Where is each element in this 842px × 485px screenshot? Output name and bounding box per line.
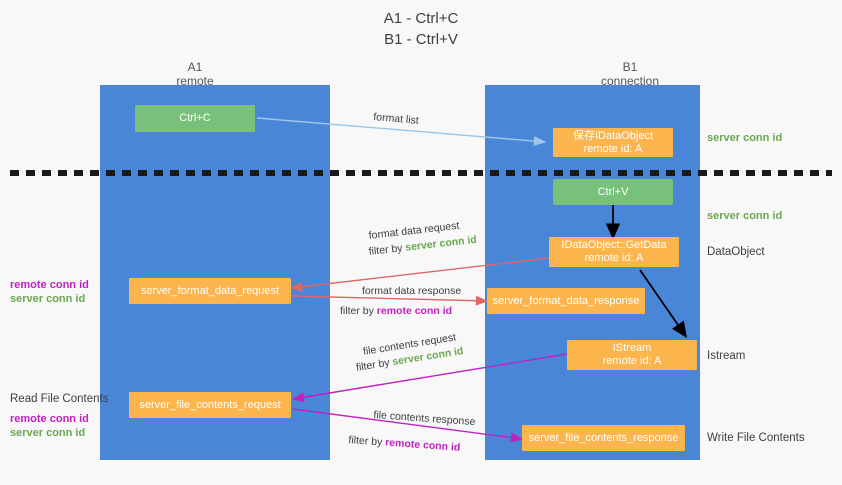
edge-text-filter-by: filter by xyxy=(340,305,377,317)
node-server-file-contents-response[interactable]: server_file_contents_response xyxy=(522,425,685,451)
label-server-conn-id-top: server conn id xyxy=(707,132,783,144)
label-server-conn-id-mid: server conn id xyxy=(707,210,783,222)
label-istream: Istream xyxy=(707,350,746,362)
node-server-file-contents-request[interactable]: server_file_contents_request xyxy=(129,392,291,418)
node-save-idataobject[interactable]: 保存IDataObject remote id: A xyxy=(553,128,673,157)
node-ctrl-v[interactable]: Ctrl+V xyxy=(553,179,673,205)
edge-text-remote-conn-id: remote conn id xyxy=(384,436,461,454)
page-title: A1 - Ctrl+C B1 - Ctrl+V xyxy=(383,10,459,48)
node-server-format-data-response[interactable]: server_format_data_response xyxy=(487,288,645,314)
label-dataobject: DataObject xyxy=(707,246,765,258)
node-ctrl-c[interactable]: Ctrl+C xyxy=(135,105,255,132)
lane-header-b1: B1 connection xyxy=(600,60,660,88)
label-remote-conn-id-1: remote conn id xyxy=(10,279,89,291)
node-server-format-data-request[interactable]: server_format_data_request xyxy=(129,278,291,304)
node-idataobject-getdata[interactable]: IDataObject::GetData remote id: A xyxy=(549,237,679,267)
edge-label-format-data-response-line1: format data response xyxy=(362,285,462,297)
label-write-file-contents: Write File Contents xyxy=(707,432,805,444)
edge-label-file-contents-response-line1: file contents response xyxy=(373,408,476,429)
label-remote-conn-id-2: remote conn id xyxy=(10,413,89,425)
edge-label-file-contents-response-line2: filter by remote conn id xyxy=(348,433,461,455)
edge-label-format-data-response-line2: filter by remote conn id xyxy=(340,304,452,318)
label-read-file-contents: Read File Contents xyxy=(10,393,109,405)
label-server-conn-id-2: server conn id xyxy=(10,427,86,439)
edge-text-filter-by: filter by xyxy=(348,433,386,449)
edge-text-filter-by: filter by xyxy=(368,241,407,258)
edge-text-filter-by: filter by xyxy=(355,356,394,374)
lane-header-a1: A1 remote xyxy=(176,60,214,88)
edge-text-remote-conn-id: remote conn id xyxy=(376,305,453,317)
edge-label-format-list: format list xyxy=(372,110,420,127)
node-istream[interactable]: IStream remote id: A xyxy=(567,340,697,370)
label-server-conn-id-1: server conn id xyxy=(10,293,86,305)
